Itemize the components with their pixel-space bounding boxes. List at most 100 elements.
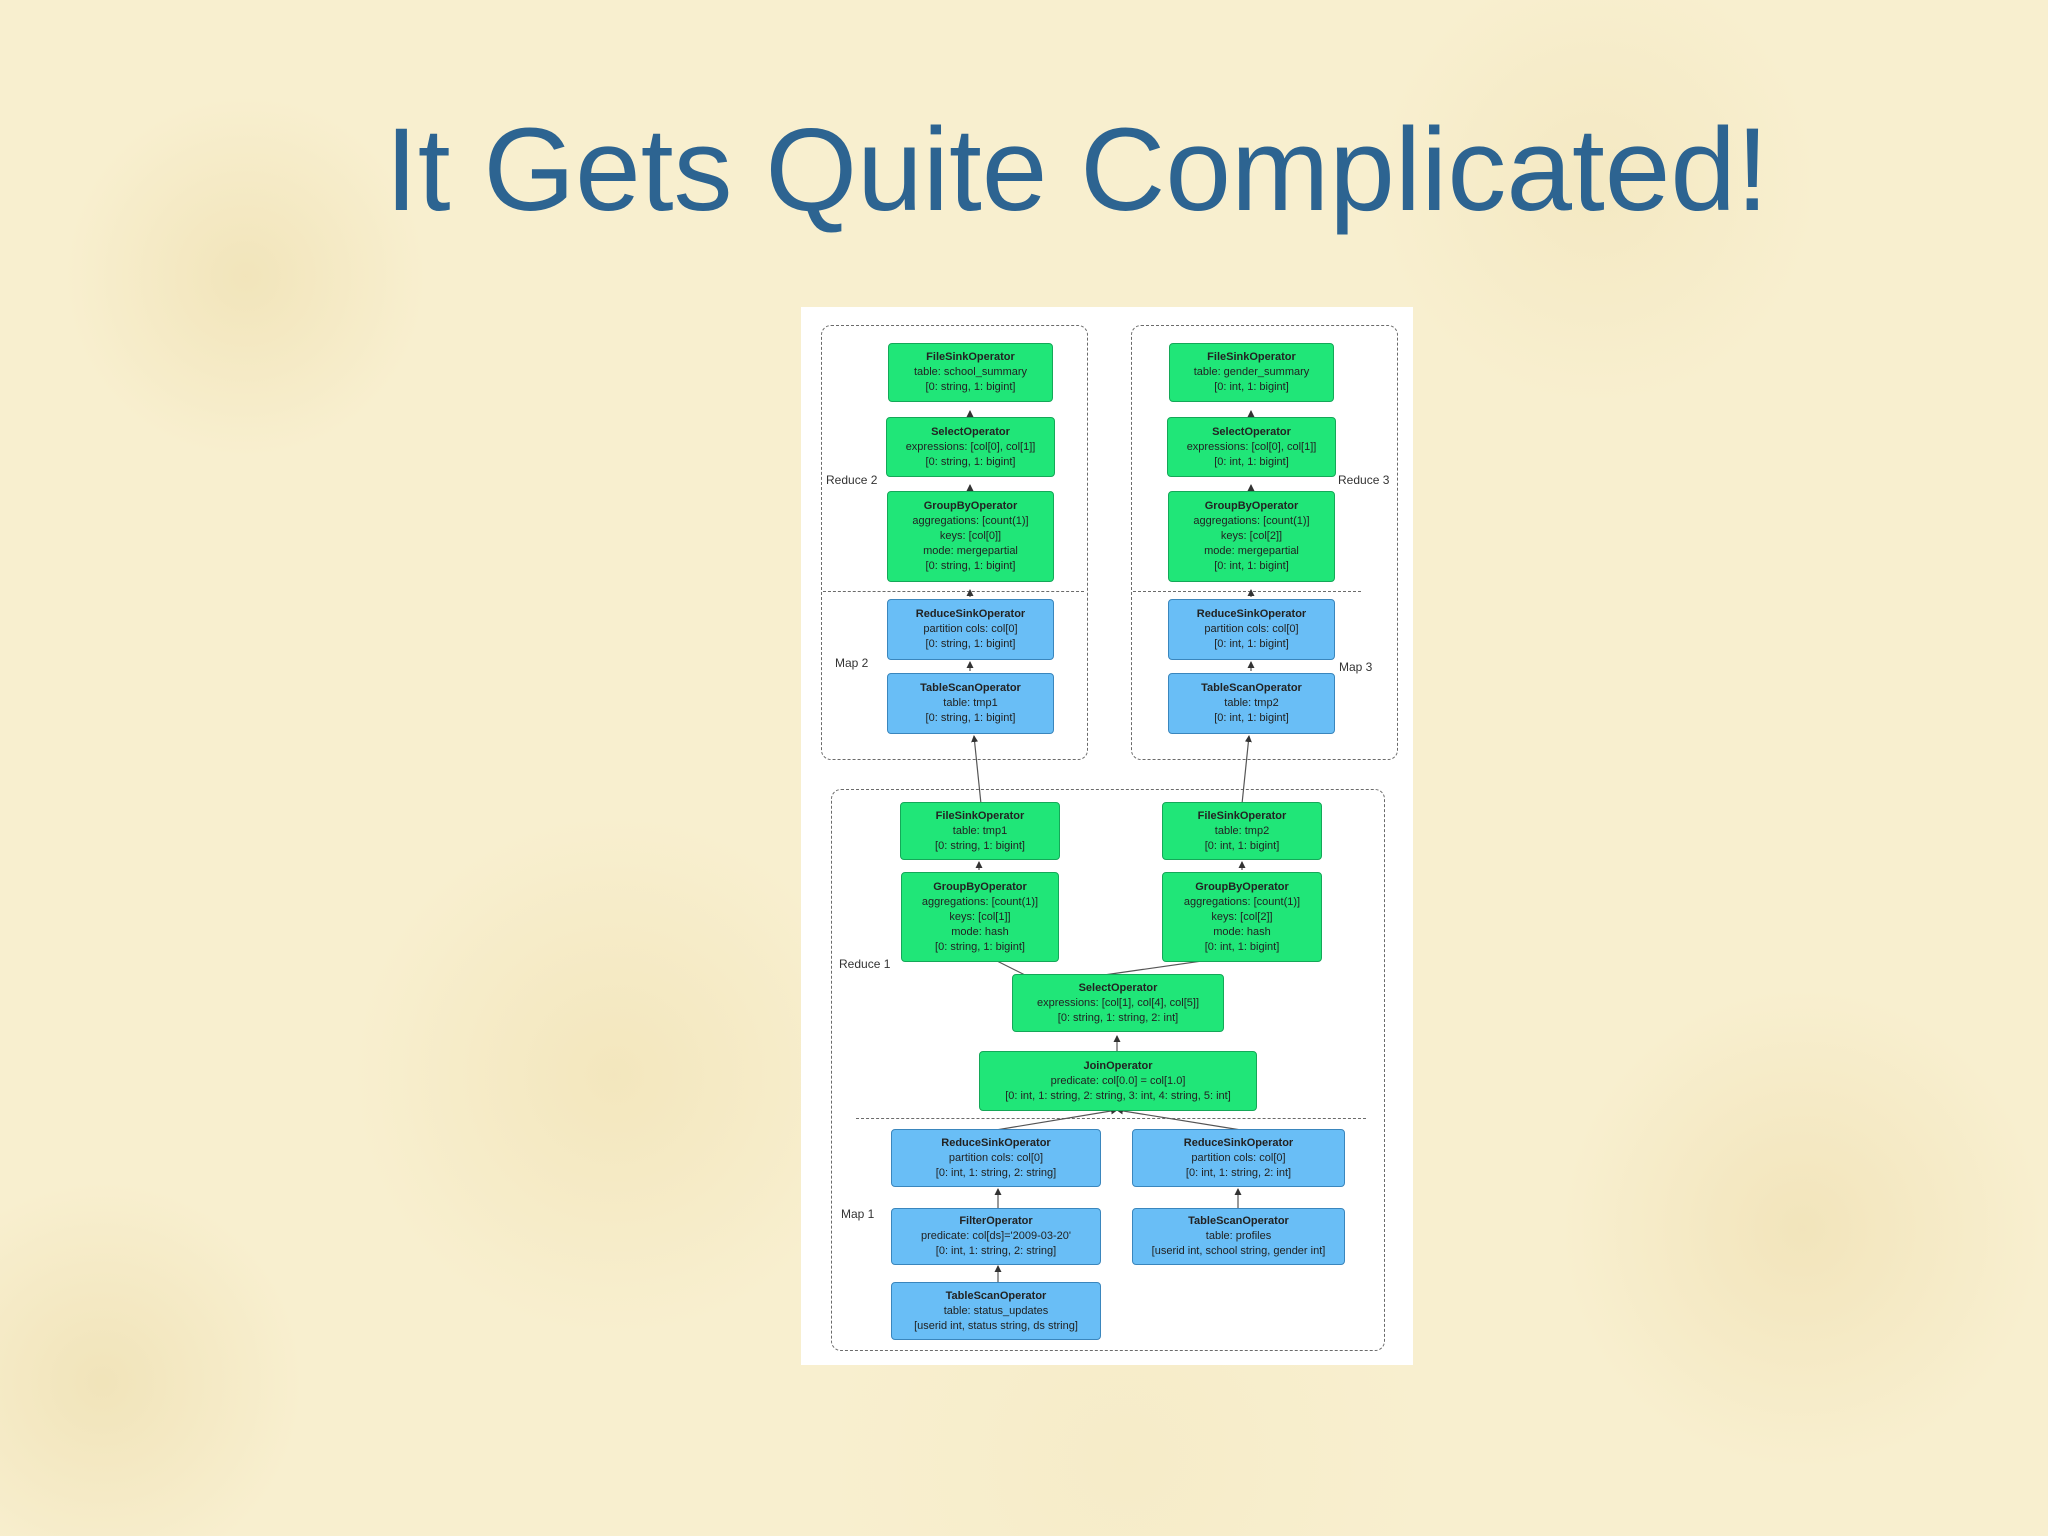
- op-name: TableScanOperator: [920, 682, 1021, 694]
- op-detail: [0: string, 1: bigint]: [925, 455, 1016, 468]
- op-select-reduce1: SelectOperator expressions: [col[1], col…: [1012, 974, 1224, 1032]
- stage-label-map1: Map 1: [841, 1207, 875, 1221]
- op-detail: [0: string, 1: string, 2: int]: [1057, 1011, 1179, 1024]
- stage-label-map3: Map 3: [1339, 660, 1373, 674]
- op-name: GroupByOperator: [1195, 880, 1289, 893]
- op-detail: [0: int, 1: bigint]: [1214, 455, 1289, 468]
- op-name: TableScanOperator: [945, 1289, 1047, 1302]
- op-detail: [0: int, 1: string, 2: string, 3: int, 4…: [1005, 1089, 1231, 1102]
- op-detail: table: school_summary: [913, 366, 1028, 378]
- op-reducesink-map3: ReduceSinkOperator partition cols: col[0…: [1168, 599, 1335, 660]
- op-detail: partition cols: col[0]: [923, 623, 1018, 635]
- op-tablescan-status-updates: TableScanOperator table: status_updates …: [891, 1282, 1101, 1340]
- op-reducesink-map1-left: ReduceSinkOperator partition cols: col[0…: [891, 1129, 1101, 1187]
- op-detail: [0: int, 1: bigint]: [1204, 839, 1280, 852]
- op-tablescan-tmp1: TableScanOperator table: tmp1 [0: string…: [887, 673, 1054, 734]
- op-name: GroupByOperator: [923, 500, 1018, 512]
- op-detail: aggregations: [count(1)]: [1183, 895, 1301, 908]
- op-detail: keys: [col[2]]: [1211, 910, 1273, 923]
- op-name: ReduceSinkOperator: [941, 1136, 1051, 1149]
- op-detail: [0: string, 1: bigint]: [935, 940, 1025, 953]
- op-name: FilterOperator: [959, 1215, 1033, 1227]
- op-detail: table: tmp2: [1224, 697, 1279, 709]
- divider-reduce3-map3: [1133, 591, 1361, 592]
- op-name: FileSinkOperator: [926, 351, 1015, 363]
- op-detail: aggregations: [count(1)]: [912, 515, 1029, 527]
- stage-box-reduce1-map1: [831, 789, 1385, 1351]
- op-join: JoinOperator predicate: col[0.0] = col[1…: [979, 1051, 1257, 1111]
- op-name: SelectOperator: [1078, 981, 1158, 994]
- op-detail: table: tmp2: [1214, 824, 1270, 837]
- op-filter: FilterOperator predicate: col[ds]='2009-…: [891, 1208, 1101, 1265]
- op-detail: [0: string, 1: bigint]: [925, 560, 1016, 572]
- op-detail: [0: int, 1: bigint]: [1214, 712, 1289, 724]
- op-detail: table: tmp1: [952, 824, 1008, 837]
- op-detail: [0: string, 1: bigint]: [925, 712, 1016, 724]
- op-reducesink-map2: ReduceSinkOperator partition cols: col[0…: [887, 599, 1054, 660]
- stage-label-reduce1: Reduce 1: [839, 957, 891, 971]
- stage-box-reduce2-map2: [821, 325, 1088, 760]
- op-filesink-school-summary: FileSinkOperator table: school_summary […: [888, 343, 1053, 402]
- op-name: FileSinkOperator: [1207, 351, 1296, 363]
- op-detail: [userid int, school string, gender int]: [1151, 1245, 1326, 1257]
- op-tablescan-profiles: TableScanOperator table: profiles [useri…: [1132, 1208, 1345, 1265]
- op-detail: [0: int, 1: string, 2: string]: [935, 1166, 1057, 1179]
- op-name: SelectOperator: [1212, 425, 1291, 438]
- op-detail: [0: string, 1: bigint]: [925, 381, 1016, 393]
- stage-label-map2: Map 2: [835, 656, 869, 670]
- op-select-reduce2: SelectOperator expressions: [col[0], col…: [886, 417, 1055, 477]
- op-detail: expressions: [col[0], col[1]]: [905, 440, 1036, 453]
- op-groupby-hash-1: GroupByOperator aggregations: [count(1)]…: [901, 872, 1059, 962]
- op-detail: aggregations: [count(1)]: [921, 895, 1039, 908]
- op-detail: expressions: [col[0], col[1]]: [1186, 440, 1317, 453]
- op-detail: table: gender_summary: [1193, 366, 1310, 378]
- divider-reduce1-map1: [856, 1118, 1366, 1119]
- stage-label-reduce2: Reduce 2: [826, 473, 878, 487]
- op-filesink-gender-summary: FileSinkOperator table: gender_summary […: [1169, 343, 1334, 402]
- op-detail: partition cols: col[0]: [1204, 623, 1299, 635]
- op-name: TableScanOperator: [1201, 682, 1302, 694]
- op-name: GroupByOperator: [1204, 500, 1299, 512]
- slide-title: It Gets Quite Complicated!: [385, 104, 1769, 236]
- op-groupby-hash-2: GroupByOperator aggregations: [count(1)]…: [1162, 872, 1322, 962]
- op-detail: [0: int, 1: string, 2: int]: [1185, 1166, 1292, 1179]
- op-detail: keys: [col[2]]: [1220, 530, 1283, 542]
- op-select-reduce3: SelectOperator expressions: [col[0], col…: [1167, 417, 1336, 477]
- op-name: ReduceSinkOperator: [1196, 608, 1307, 620]
- op-name: JoinOperator: [1083, 1059, 1153, 1072]
- op-detail: mode: mergepartial: [923, 545, 1018, 557]
- op-name: SelectOperator: [931, 425, 1010, 438]
- op-detail: [0: int, 1: bigint]: [1214, 638, 1289, 650]
- op-name: GroupByOperator: [933, 880, 1027, 893]
- op-detail: expressions: [col[1], col[4], col[5]]: [1036, 996, 1200, 1009]
- op-name: FileSinkOperator: [1197, 809, 1287, 822]
- op-detail: partition cols: col[0]: [1191, 1151, 1286, 1164]
- op-detail: [0: string, 1: bigint]: [935, 839, 1025, 852]
- stage-label-reduce3: Reduce 3: [1338, 473, 1390, 487]
- op-detail: [0: int, 1: bigint]: [1204, 940, 1280, 953]
- op-detail: keys: [col[0]]: [939, 530, 1002, 542]
- op-filesink-tmp1: FileSinkOperator table: tmp1 [0: string,…: [900, 802, 1060, 860]
- op-detail: table: profiles: [1205, 1230, 1272, 1242]
- op-detail: mode: hash: [1213, 925, 1271, 938]
- op-detail: partition cols: col[0]: [948, 1151, 1044, 1164]
- op-detail: table: tmp1: [943, 697, 998, 709]
- op-detail: [0: int, 1: string, 2: string]: [935, 1245, 1057, 1257]
- query-plan-diagram: Reduce 2 Map 2 Reduce 3 Map 3 Reduce 1 M…: [801, 307, 1413, 1365]
- op-detail: [0: int, 1: bigint]: [1214, 560, 1289, 572]
- op-name: ReduceSinkOperator: [915, 608, 1026, 620]
- op-detail: [0: string, 1: bigint]: [925, 638, 1016, 650]
- op-groupby-reduce3: GroupByOperator aggregations: [count(1)]…: [1168, 491, 1335, 582]
- op-detail: [0: int, 1: bigint]: [1214, 381, 1289, 393]
- op-detail: mode: mergepartial: [1204, 545, 1299, 557]
- divider-reduce2-map2: [823, 591, 1084, 592]
- op-name: FileSinkOperator: [935, 809, 1025, 822]
- op-detail: keys: [col[1]]: [949, 910, 1011, 923]
- op-detail: mode: hash: [951, 925, 1009, 938]
- op-detail: [userid int, status string, ds string]: [914, 1319, 1078, 1332]
- op-detail: predicate: col[ds]='2009-03-20': [920, 1230, 1072, 1242]
- op-name: TableScanOperator: [1188, 1215, 1289, 1227]
- op-detail: aggregations: [count(1)]: [1193, 515, 1310, 527]
- op-reducesink-map1-right: ReduceSinkOperator partition cols: col[0…: [1132, 1129, 1345, 1187]
- op-tablescan-tmp2: TableScanOperator table: tmp2 [0: int, 1…: [1168, 673, 1335, 734]
